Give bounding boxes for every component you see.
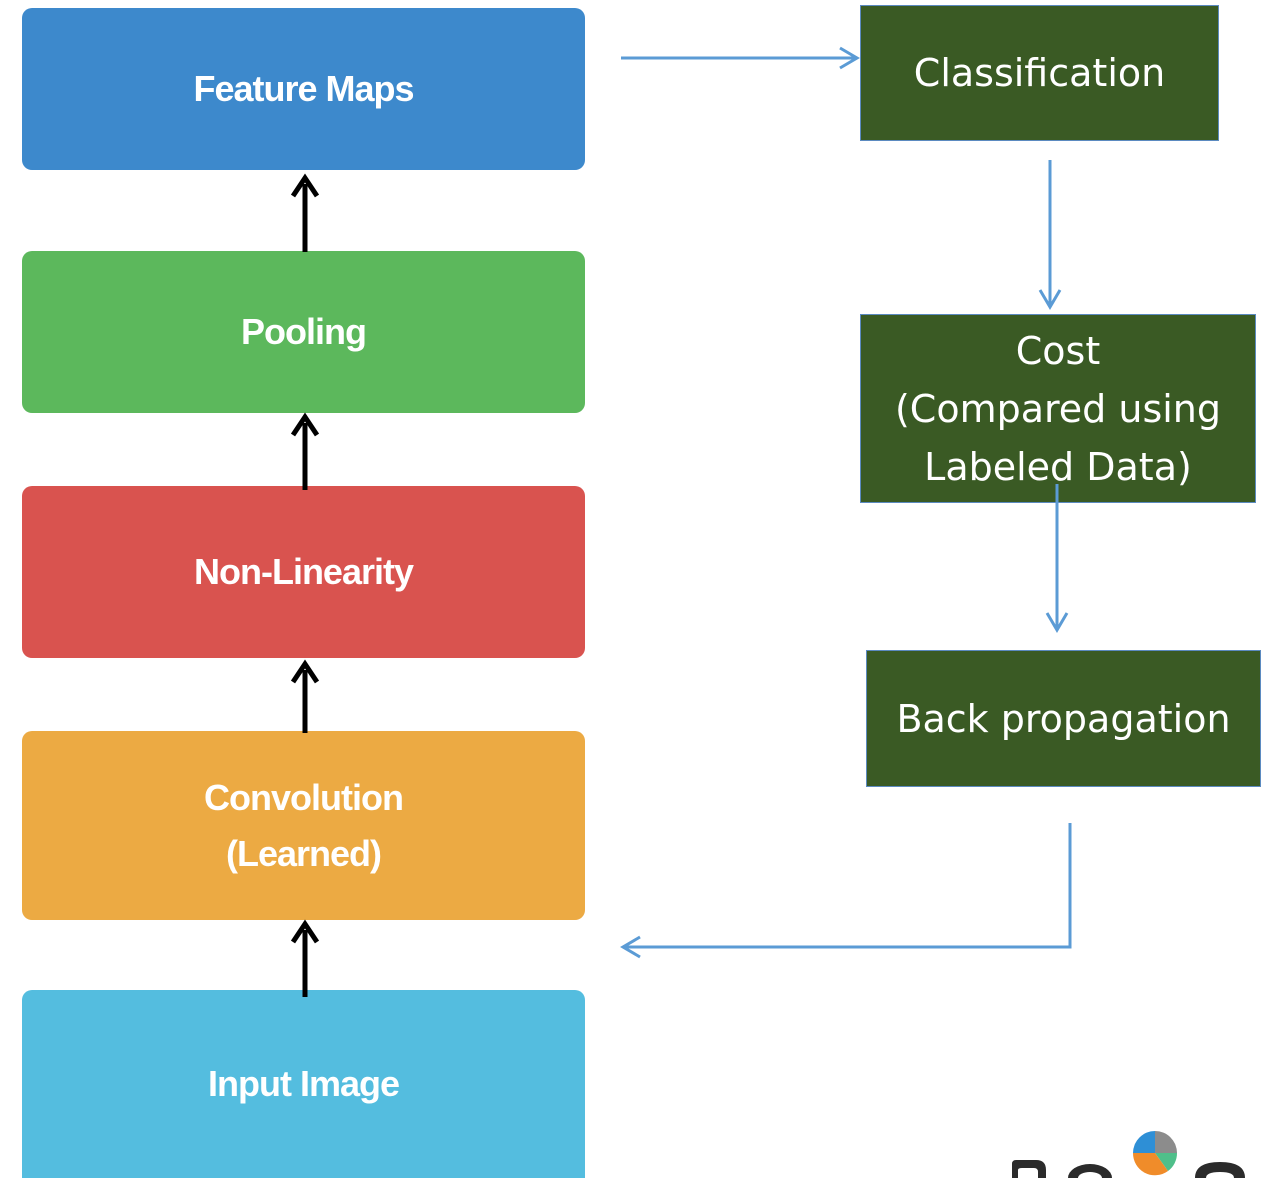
- classification-box: Classification: [860, 5, 1219, 141]
- logo: [1010, 1120, 1261, 1178]
- input-image-box: Input Image: [22, 990, 585, 1178]
- arrow-pooling-to-feature-maps: [290, 173, 320, 252]
- arrow-convolution-to-non-linearity: [290, 659, 320, 733]
- back-propagation-label: Back propagation: [896, 696, 1231, 741]
- feature-maps-label: Feature Maps: [193, 68, 414, 109]
- cost-box: Cost (Compared using Labeled Data): [860, 314, 1256, 503]
- pooling-box: Pooling: [22, 251, 585, 413]
- cost-label: Cost (Compared using Labeled Data): [894, 328, 1222, 489]
- pooling-label: Pooling: [241, 311, 367, 352]
- arrow-feature-maps-to-classification: [621, 46, 860, 70]
- pie-logo-icon: [1012, 1131, 1245, 1178]
- non-linearity-box: Non-Linearity: [22, 486, 585, 658]
- classification-label: Classification: [913, 51, 1166, 95]
- non-linearity-label: Non-Linearity: [193, 551, 414, 592]
- input-image-label: Input Image: [207, 1063, 400, 1104]
- arrow-non-linearity-to-pooling: [290, 412, 320, 490]
- feature-maps-box: Feature Maps: [22, 8, 585, 170]
- back-propagation-box: Back propagation: [866, 650, 1261, 787]
- arrow-input-to-convolution: [290, 919, 320, 997]
- arrow-cost-to-back-propagation: [1045, 484, 1069, 633]
- arrow-back-propagation-to-convolution: [620, 823, 1072, 959]
- arrow-classification-to-cost: [1038, 160, 1062, 310]
- convolution-box: Convolution (Learned): [22, 731, 585, 920]
- convolution-label: Convolution (Learned): [204, 776, 404, 874]
